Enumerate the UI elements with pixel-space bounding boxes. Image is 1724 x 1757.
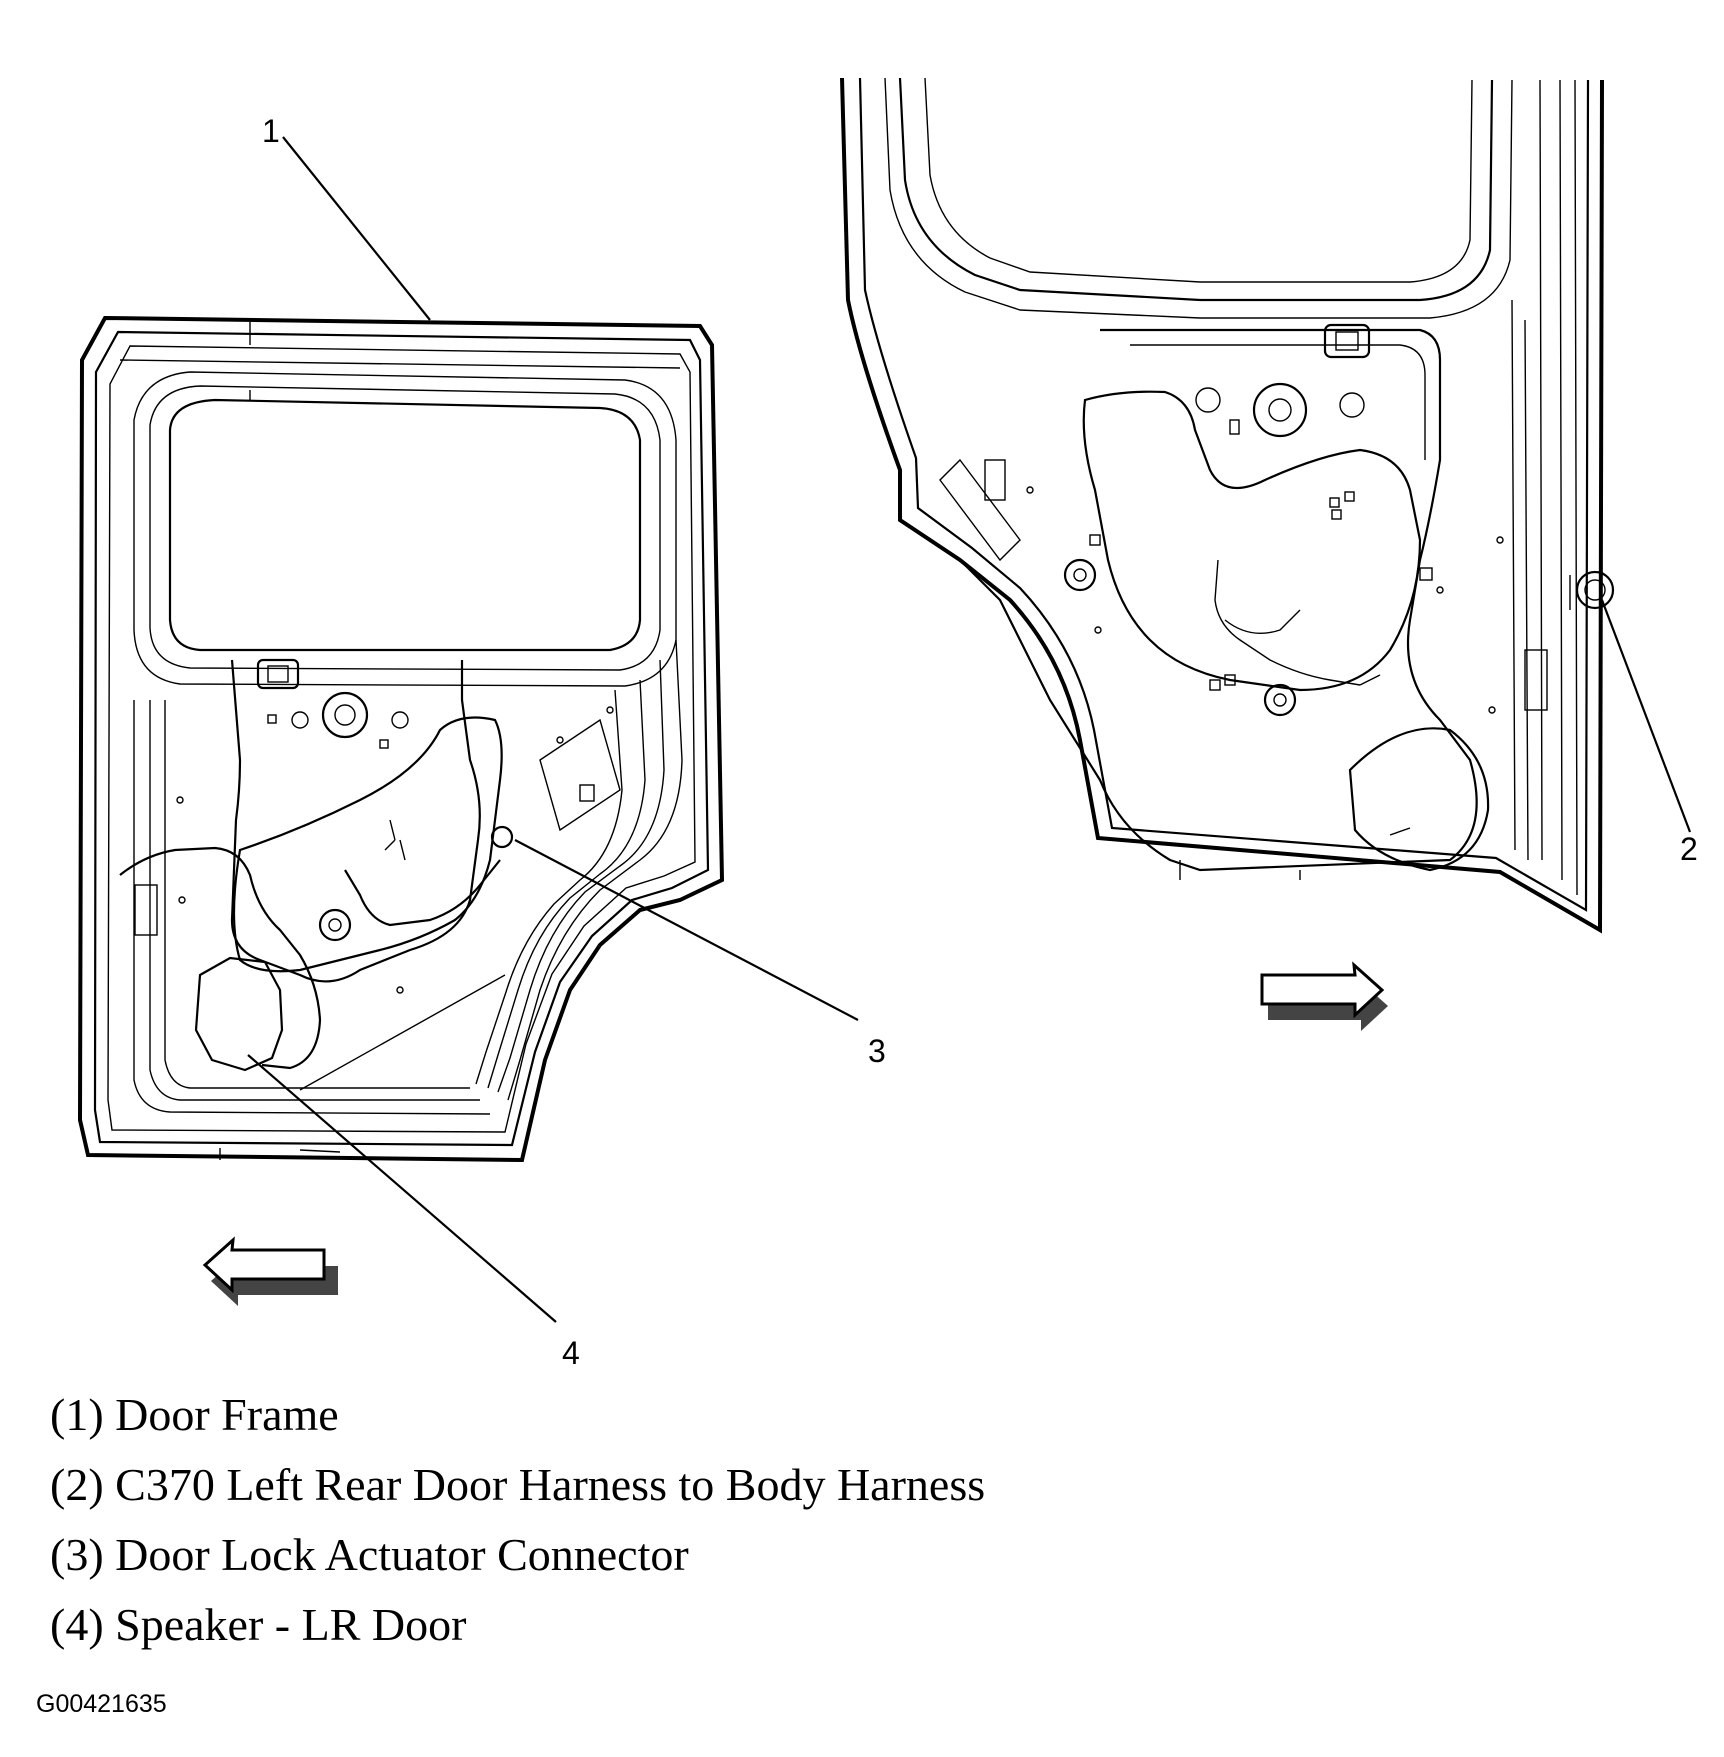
legend-item-speaker: (4) Speaker - LR Door [50, 1599, 467, 1650]
left-arrow-icon [202, 1236, 338, 1306]
callout-3: 3 [868, 1033, 886, 1069]
left-door-illustration [77, 315, 725, 1163]
right-body-illustration [840, 77, 1615, 934]
figure-id: G00421635 [36, 1690, 167, 1718]
legend-item-door-frame: (1) Door Frame [50, 1389, 339, 1440]
legend: (1) Door Frame (2) C370 Left Rear Door H… [50, 1380, 985, 1660]
callout-4: 4 [562, 1335, 580, 1371]
callout-2: 2 [1680, 831, 1698, 867]
legend-item-door-lock-actuator: (3) Door Lock Actuator Connector [50, 1529, 689, 1580]
legend-item-c370-connector: (2) C370 Left Rear Door Harness to Body … [50, 1459, 986, 1510]
right-arrow-icon [1260, 961, 1388, 1031]
callout-1: 1 [262, 113, 280, 149]
leader-lines [247, 136, 1692, 1323]
